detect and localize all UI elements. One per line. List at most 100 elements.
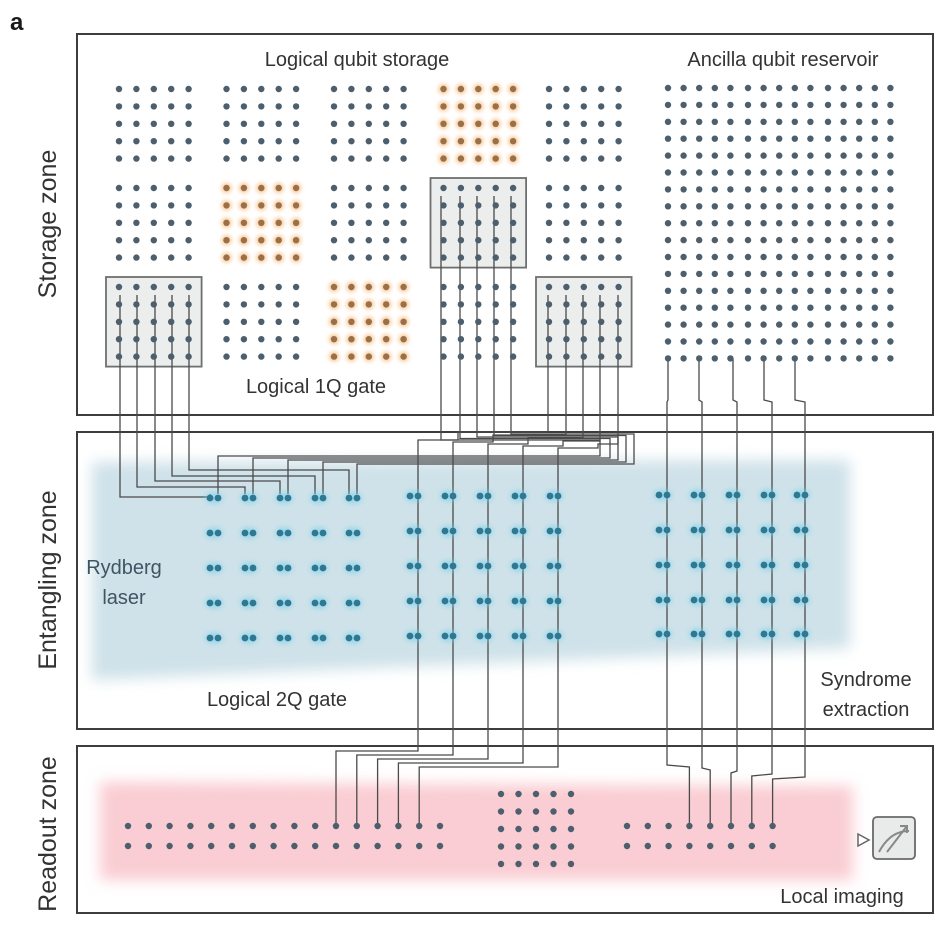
atom — [206, 564, 214, 572]
ancilla-atom — [744, 186, 752, 193]
atom — [258, 301, 265, 308]
atom — [698, 596, 706, 604]
atom — [598, 353, 605, 360]
ancilla-atom — [856, 135, 863, 142]
logical-qubit-block — [115, 283, 192, 360]
atom — [690, 491, 698, 499]
ancilla-atom — [871, 203, 878, 210]
atom — [727, 822, 735, 830]
atom — [449, 562, 457, 570]
atom — [545, 283, 553, 291]
ancilla-atom — [680, 84, 687, 92]
atom — [124, 842, 132, 850]
atom — [733, 526, 741, 534]
atom — [400, 103, 407, 110]
atom — [475, 184, 482, 192]
ancilla-atom — [871, 270, 878, 278]
atom — [240, 103, 248, 110]
logical-qubit-block-highlighted — [438, 84, 519, 164]
logical-1q-gate-label: Logical 1Q gate — [246, 376, 386, 398]
atom — [240, 155, 248, 162]
atom — [497, 843, 505, 850]
atom — [400, 184, 407, 192]
atom — [319, 494, 327, 502]
atom — [330, 353, 338, 360]
ancilla-atom — [711, 186, 718, 193]
ancilla-reservoir — [664, 84, 894, 362]
atom — [185, 353, 192, 360]
atom — [550, 843, 557, 850]
syndrome-label-line2: extraction — [823, 699, 910, 721]
ancilla-atom — [760, 101, 767, 109]
atom — [353, 529, 361, 537]
atom — [276, 634, 284, 642]
atom — [563, 336, 570, 343]
transport-path — [522, 295, 601, 495]
readout-path — [397, 495, 524, 826]
atom — [115, 184, 123, 192]
atom — [348, 85, 355, 93]
atom — [515, 860, 522, 868]
atom — [275, 283, 282, 291]
atom — [663, 596, 671, 604]
atom — [395, 822, 402, 830]
ancilla-atom — [696, 84, 703, 92]
atom — [185, 184, 192, 192]
atom — [457, 336, 465, 343]
atom — [276, 494, 284, 502]
atom — [440, 254, 447, 261]
atom — [168, 85, 175, 93]
atom — [400, 85, 407, 93]
syndrome-label-line1: Syndrome — [820, 669, 911, 691]
atom — [223, 120, 230, 128]
atom — [563, 120, 570, 128]
atom — [223, 219, 230, 226]
atom — [663, 561, 671, 569]
ancilla-atom — [680, 203, 687, 210]
ancilla-atom — [664, 84, 672, 92]
ancilla-atom — [807, 203, 814, 210]
atom — [249, 842, 256, 850]
atom — [168, 103, 175, 110]
atom — [275, 353, 282, 360]
atom — [319, 634, 327, 642]
atom — [511, 597, 519, 605]
atom — [168, 237, 175, 244]
atom — [258, 85, 265, 93]
atom — [150, 103, 157, 110]
ancilla-atom — [760, 169, 767, 176]
ancilla-atom — [776, 253, 783, 261]
ancilla-atom — [776, 338, 783, 345]
atom — [457, 219, 465, 226]
atom — [348, 353, 355, 360]
atom — [457, 138, 465, 145]
logical-qubit-block — [115, 85, 192, 162]
ancilla-atom — [840, 321, 847, 328]
ancilla-atom — [807, 236, 814, 244]
atom — [567, 825, 575, 833]
atom — [698, 561, 706, 569]
ancilla-atom — [856, 84, 863, 92]
atom — [133, 283, 140, 291]
atom — [133, 155, 140, 162]
ancilla-atom — [871, 101, 878, 109]
atom — [492, 85, 499, 93]
measurement-meter-icon — [857, 816, 916, 860]
atom — [449, 632, 457, 640]
ancilla-atom — [791, 101, 798, 109]
atom — [292, 219, 300, 226]
logical-qubit-block — [223, 85, 300, 162]
atom — [793, 526, 801, 534]
atom — [475, 254, 482, 261]
atom — [400, 237, 407, 244]
ancilla-atom — [887, 304, 894, 311]
atom — [275, 219, 282, 226]
atom — [532, 843, 540, 850]
atom — [383, 138, 390, 145]
atom — [532, 860, 540, 868]
atom — [598, 138, 605, 145]
atom — [168, 283, 175, 291]
ancilla-atom — [887, 135, 894, 142]
triangle-pointer-icon — [857, 832, 871, 848]
